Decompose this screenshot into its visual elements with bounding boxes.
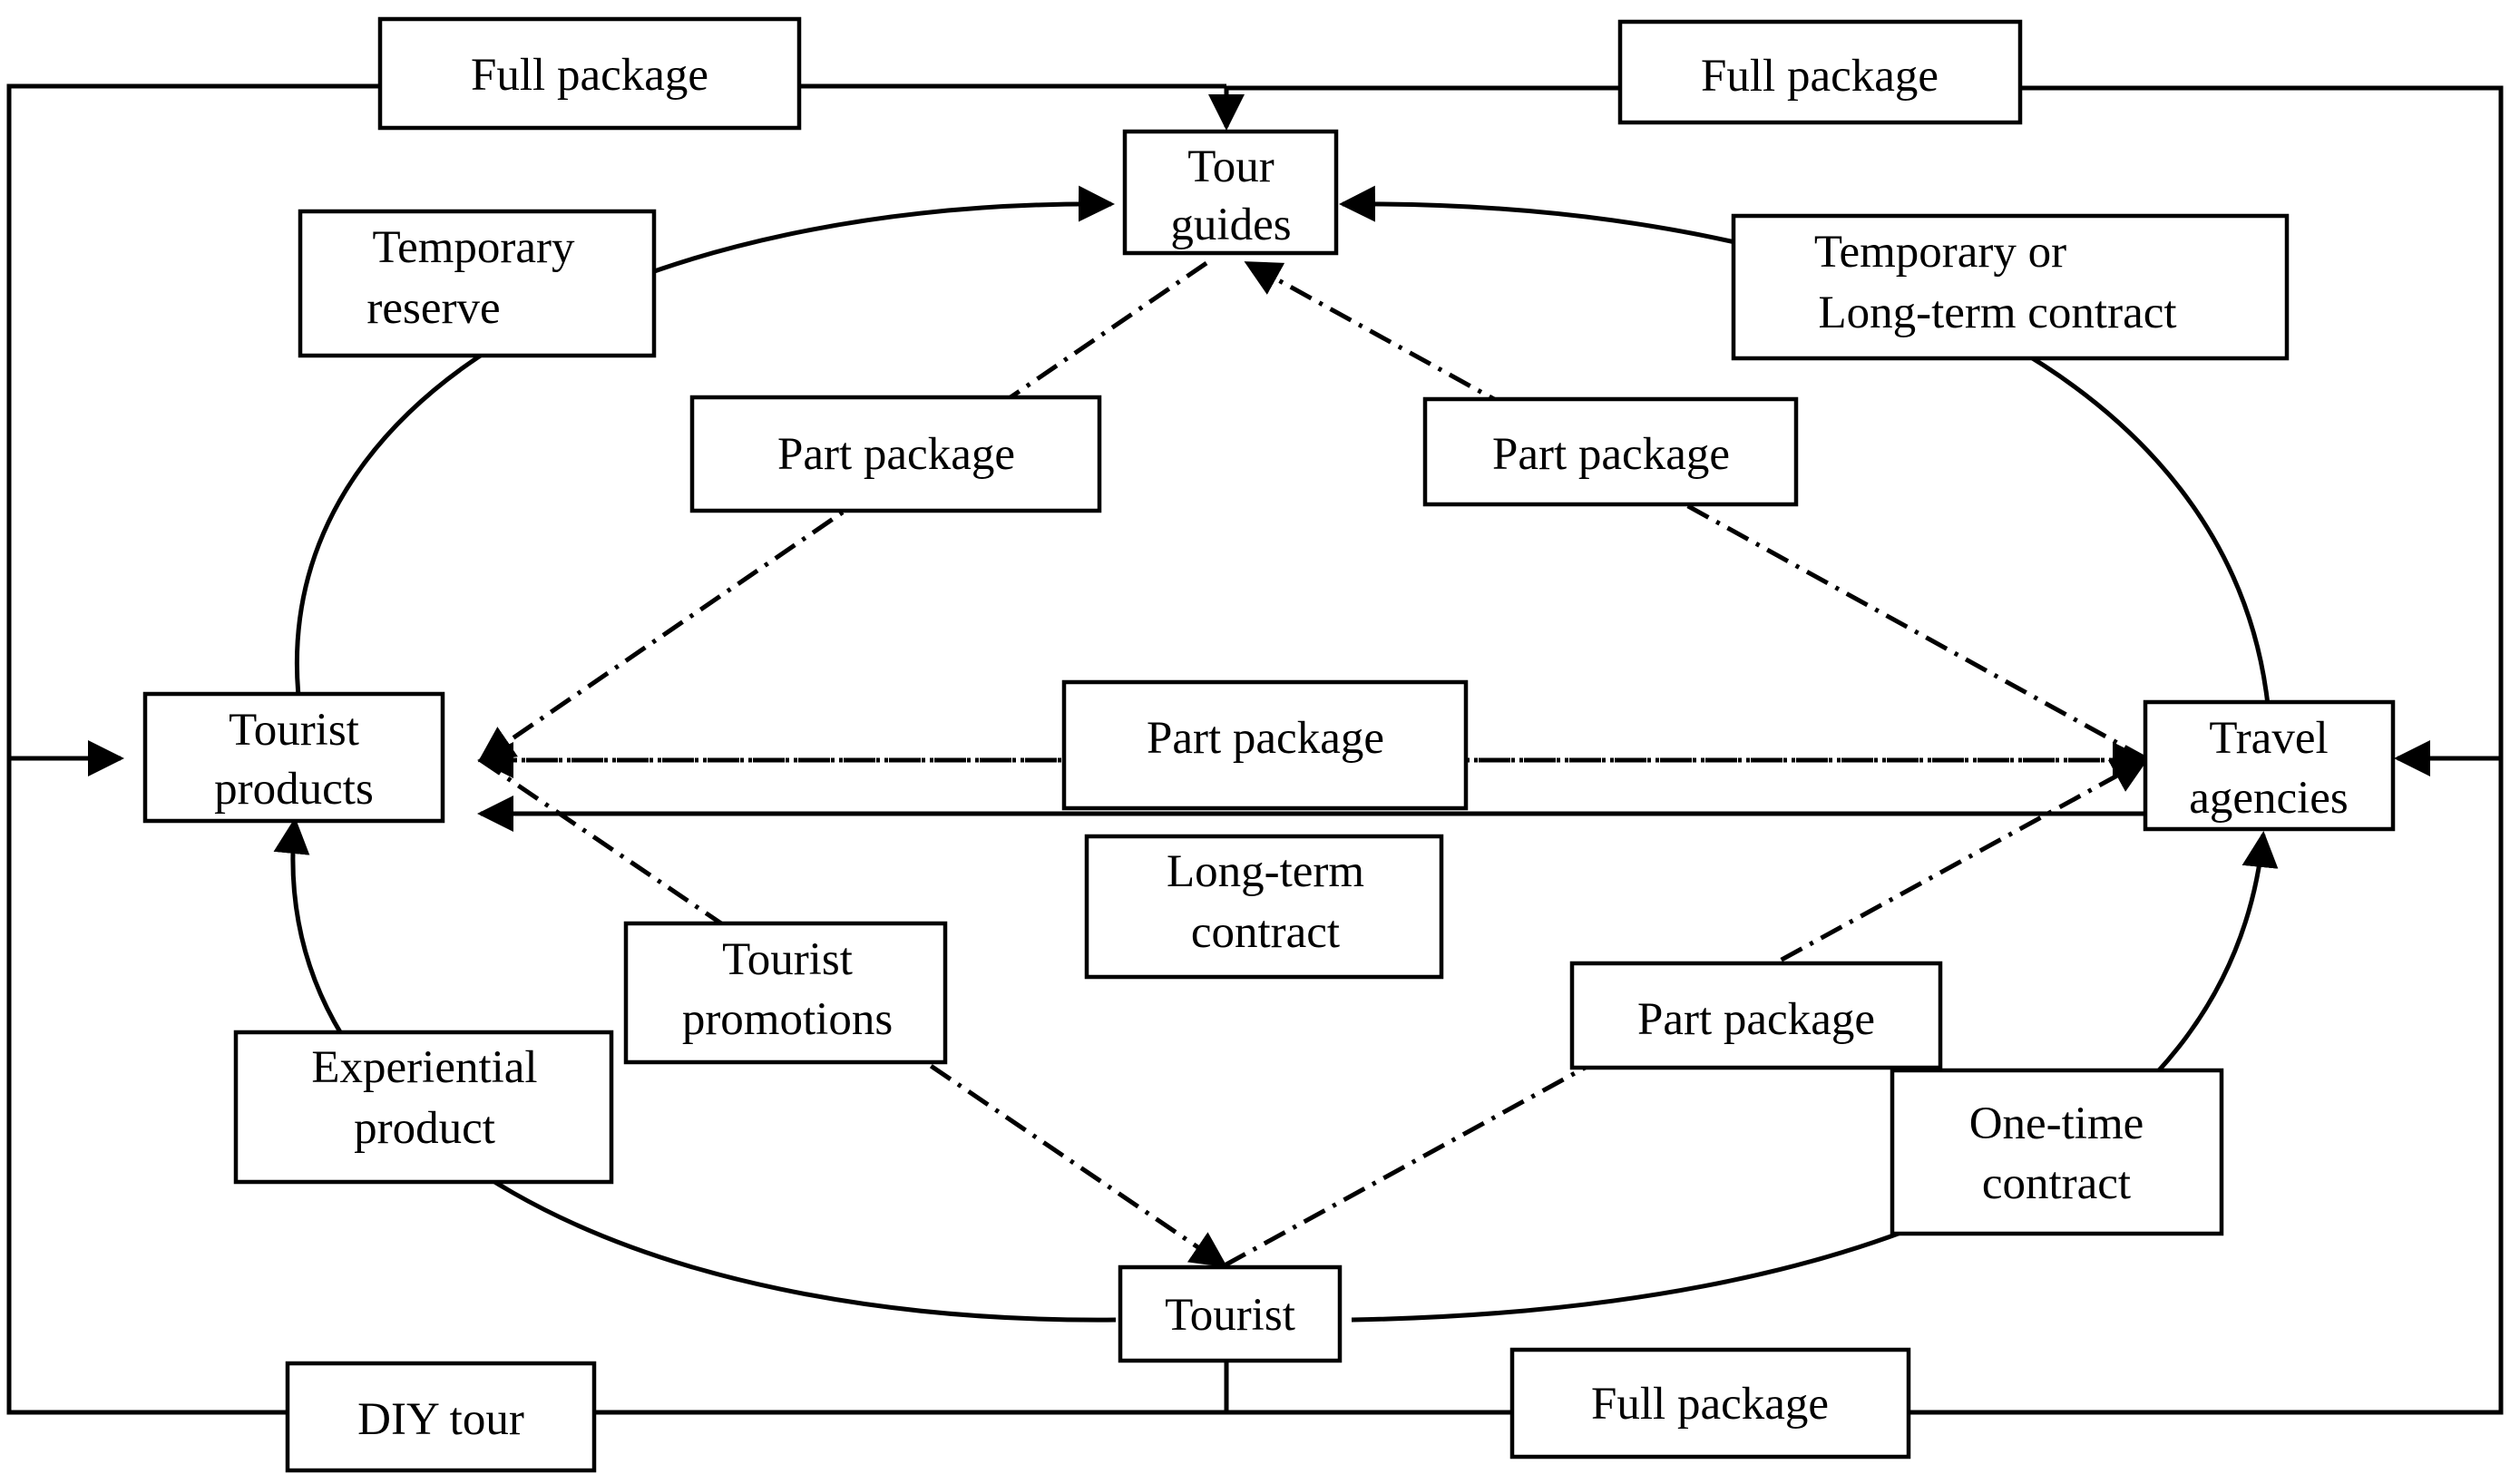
label-long-term-contract: Long-term contract: [1084, 834, 1444, 980]
label-tourist-promotions: Tourist promotions: [623, 921, 948, 1065]
label-diy-tour-text: DIY tour: [357, 1394, 524, 1445]
label-part-package-center-text: Part package: [1147, 713, 1384, 764]
label-full-package-top-left: Full package: [377, 16, 802, 131]
label-one-time-contract-line-1: One-time: [1969, 1098, 2144, 1149]
node-tourist-line-1: Tourist: [1165, 1290, 1295, 1341]
label-one-time-contract-line-2: contract: [1982, 1158, 2131, 1209]
node-tourist-products: Tourist products: [142, 691, 445, 824]
label-part-package-center: Part package: [1061, 679, 1469, 811]
label-experiential-product: Experiential product: [233, 1030, 614, 1185]
label-temporary-reserve-line-2: reserve: [366, 283, 500, 334]
node-tour-guides-line-2: guides: [1170, 200, 1291, 250]
label-full-package-top-left-text: Full package: [471, 50, 708, 101]
label-part-package-lower-right-text: Part package: [1637, 994, 1875, 1045]
label-experiential-product-line-2: product: [354, 1103, 495, 1154]
dash-tourist-to-travel-agencies: [1223, 757, 2149, 1268]
label-long-term-contract-line-2: contract: [1191, 907, 1340, 958]
label-full-package-bottom: Full package: [1509, 1347, 1911, 1460]
dash-tourist-products-to-tourist: [479, 757, 1228, 1268]
node-tourist: Tourist: [1118, 1264, 1343, 1363]
label-diy-tour: DIY tour: [285, 1361, 597, 1473]
label-part-package-upper-left: Part package: [689, 395, 1102, 513]
label-long-term-contract-line-1: Long-term: [1167, 846, 1364, 897]
node-tourist-products-line-1: Tourist: [229, 705, 359, 756]
label-full-package-bottom-text: Full package: [1591, 1379, 1829, 1430]
dash-travel-agencies-to-tour-guides: [1244, 260, 2147, 761]
label-full-package-top-right-text: Full package: [1701, 51, 1939, 102]
label-part-package-upper-right-text: Part package: [1492, 429, 1730, 480]
arc-tourist-to-tourist-products: [273, 817, 1117, 1323]
label-part-package-upper-right: Part package: [1422, 396, 1799, 507]
label-part-package-upper-left-text: Part package: [777, 429, 1015, 480]
label-temporary-or-long-term-contract-line-2: Long-term contract: [1818, 288, 2176, 338]
node-travel-agencies-line-2: agencies: [2189, 773, 2349, 824]
label-tourist-promotions-line-2: promotions: [682, 994, 893, 1045]
node-tour-guides: Tour guides: [1122, 129, 1339, 256]
label-temporary-or-long-term-contract: Temporary or Long-term contract: [1731, 213, 2290, 361]
node-travel-agencies-line-1: Travel: [2209, 713, 2328, 764]
label-temporary-reserve-line-1: Temporary: [372, 222, 575, 273]
node-tourist-products-line-2: products: [214, 764, 374, 815]
label-experiential-product-line-1: Experiential: [311, 1042, 537, 1093]
label-one-time-contract: One-time contract: [1890, 1068, 2224, 1236]
label-full-package-top-right: Full package: [1617, 19, 2023, 125]
label-tourist-promotions-line-1: Tourist: [722, 934, 853, 985]
node-travel-agencies: Travel agencies: [2143, 699, 2396, 832]
label-part-package-lower-right: Part package: [1569, 961, 1943, 1070]
label-temporary-or-long-term-contract-line-1: Temporary or: [1814, 227, 2066, 278]
node-tour-guides-line-1: Tour: [1187, 142, 1275, 192]
dash-tour-guides-to-tourist-products: [477, 260, 1208, 763]
label-temporary-reserve: Temporary reserve: [298, 209, 657, 358]
